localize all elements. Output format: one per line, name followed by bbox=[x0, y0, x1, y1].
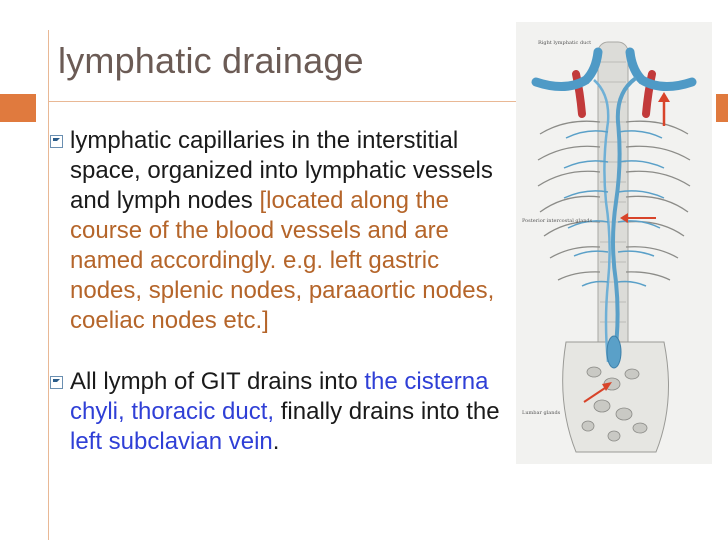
bullet-text: finally drains into the bbox=[274, 398, 500, 425]
vertical-rule bbox=[48, 30, 49, 540]
figure-label-lumbar-glands: Lumbar glands bbox=[522, 410, 561, 416]
bullet-marker-icon bbox=[50, 135, 63, 148]
bullet-marker-icon bbox=[50, 376, 63, 389]
rib-lines bbox=[537, 120, 691, 281]
lymphatic-anatomy-figure: Right lymphatic duct Posterior intercost… bbox=[516, 22, 712, 464]
bullet-text: . bbox=[272, 428, 280, 455]
bullet-text: All lymph of GIT drains into bbox=[70, 368, 365, 395]
title-underline bbox=[48, 101, 518, 102]
lumbar-glands bbox=[581, 366, 648, 442]
bullet-text: lymphatic capillaries in the interstitia… bbox=[70, 127, 493, 214]
bullet-item-lymphatic-capillaries: lymphatic capillaries in the interstitia… bbox=[50, 126, 512, 336]
red-arrow-icon bbox=[583, 382, 612, 403]
bullet-item-git-drainage: All lymph of GIT drains into the cistern… bbox=[50, 367, 512, 457]
carotid-vessel-left bbox=[572, 70, 586, 118]
bullet-note: [located along the course of the blood v… bbox=[70, 187, 495, 334]
highlight-cisterna-thoracic: the cisterna chyli, thoracic duct, bbox=[70, 368, 489, 425]
accent-bar-right bbox=[716, 94, 728, 122]
figure-label-intercostal-glands: Posterior intercostal glands bbox=[522, 218, 593, 224]
red-arrow-icon bbox=[658, 92, 670, 126]
thoracic-duct bbox=[611, 76, 638, 363]
left-subclavian-vein bbox=[625, 47, 697, 91]
bullet-list: lymphatic capillaries in the interstitia… bbox=[50, 126, 512, 457]
intercostal-lymph-vessels bbox=[563, 130, 665, 287]
cisterna-chyli bbox=[606, 335, 622, 369]
carotid-vessel-right bbox=[642, 70, 656, 118]
red-arrow-icon bbox=[620, 213, 656, 223]
figure-label-right-lymphatic-duct: Right lymphatic duct bbox=[538, 40, 591, 46]
slide-title: lymphatic drainage bbox=[58, 40, 364, 81]
accent-bar-left bbox=[0, 94, 36, 122]
right-lymphatic-trunk bbox=[593, 79, 611, 363]
right-subclavian-vein bbox=[531, 47, 603, 91]
highlight-subclavian: left subclavian vein bbox=[70, 428, 273, 455]
